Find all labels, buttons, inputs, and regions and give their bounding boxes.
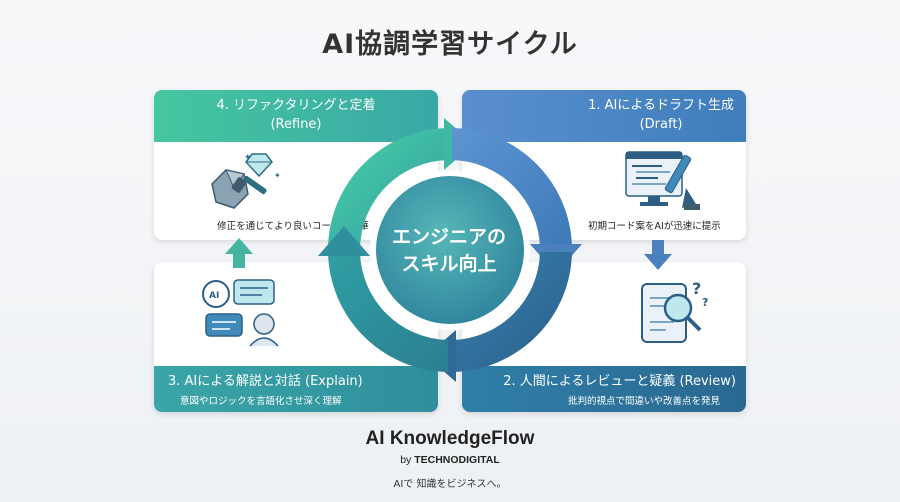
gem-hammer-icon: ✦ ✦ — [204, 148, 284, 218]
step-label: 4. リファクタリングと定着 — [216, 98, 376, 113]
arrow-draft-to-review — [644, 240, 672, 270]
code-editor-pen-icon — [622, 148, 706, 218]
ai-chat-bubbles-icon: AI — [200, 274, 284, 352]
page-title: AI協調学習サイクル — [322, 29, 578, 60]
svg-text:✦: ✦ — [274, 171, 281, 180]
tablet-magnifier-question-icon: ? ? — [638, 274, 714, 352]
step-label: 2. 人間によるレビューと疑義 (Review) — [503, 374, 736, 389]
byline-company: TECHNODIGITAL — [414, 454, 500, 466]
cycle-ring — [318, 118, 582, 382]
step-description: 批判的視点で間違いや改善点を発見 — [567, 396, 720, 407]
brand-name: AI KnowledgeFlow — [365, 428, 535, 449]
step-description: 修正を通じてより良いコードへ昇華 — [217, 221, 369, 232]
center-label: エンジニアの スキル向上 — [374, 224, 524, 278]
ring-segment-explain — [318, 226, 448, 372]
step-description: 意図やロジックを言語化させ深く理解 — [180, 396, 342, 407]
step-description: 初期コード案をAIが迅速に提示 — [588, 221, 721, 232]
svg-text:✦: ✦ — [244, 153, 252, 163]
center-label-line1: エンジニアの — [391, 226, 506, 248]
arrow-explain-to-refine — [225, 238, 253, 268]
byline-prefix: by — [400, 454, 412, 466]
step-sub-label: (Refine) — [270, 117, 322, 132]
brand-byline: by TECHNODIGITAL — [0, 454, 900, 466]
step-label: 3. AIによる解説と対話 (Explain) — [168, 374, 363, 389]
svg-text:?: ? — [692, 279, 701, 298]
brand-tagline: AIで 知識をビジネスへ。 — [393, 479, 507, 490]
center-circle — [376, 176, 524, 324]
step-sub-label: (Draft) — [639, 117, 683, 132]
center-label-line2: スキル向上 — [401, 253, 497, 275]
step-label: 1. AIによるドラフト生成 — [588, 98, 734, 113]
svg-text:?: ? — [702, 296, 708, 309]
svg-text:AI: AI — [209, 291, 219, 301]
